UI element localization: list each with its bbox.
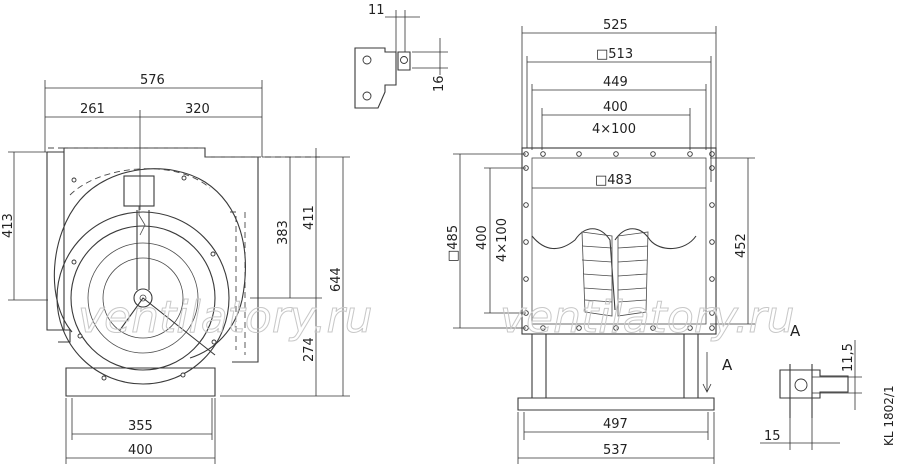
dim-485-line [453, 153, 526, 329]
front-base [517, 397, 715, 411]
detail-a-outline [779, 369, 849, 399]
dim-400-vertical-line [484, 167, 526, 314]
terminal-box [123, 175, 155, 207]
detail-a-title: A [790, 322, 801, 340]
bracket-hole-bottom [362, 91, 372, 101]
bracket-slot [397, 51, 411, 71]
cable [138, 206, 146, 236]
wheel-outer-circle [56, 211, 230, 385]
wheel-inner-circle [87, 242, 199, 354]
dim-452-line [710, 157, 755, 325]
dim-497-label: 497 [603, 417, 628, 432]
dim-497-line [523, 412, 709, 440]
dim-513-label: □513 [596, 47, 633, 62]
slot-hole [400, 56, 408, 64]
view-arrow-A [702, 352, 712, 393]
support-arm [119, 210, 216, 356]
dim-576-line [44, 80, 263, 157]
dim-16-label: 16 [432, 75, 447, 92]
dim-576-label: 576 [140, 73, 165, 88]
bracket-outline [354, 47, 397, 109]
watermark-right: ventilatory.ru [500, 292, 795, 343]
dim-400-vertical-label: 400 [475, 225, 490, 250]
dim-261-label: 261 [80, 102, 105, 117]
impeller-blades-left [581, 231, 613, 317]
housing-hidden-top [48, 147, 320, 158]
front-view: 525 □513 449 400 4×100 □483 □485 400 4×1… [446, 18, 755, 464]
dim-383-label: 383 [276, 220, 291, 245]
impeller-blades-right [617, 231, 649, 317]
watermark-left: ventilatory.ru [78, 292, 373, 343]
dim-449-line [531, 84, 707, 150]
detail-a-hole [794, 378, 808, 392]
dim-400-line [65, 398, 216, 464]
dim-4x100-vertical-label: 4×100 [495, 218, 510, 262]
dim-525-line [521, 26, 717, 148]
dim-644-label: 644 [329, 267, 344, 292]
dim-274-label: 274 [302, 337, 317, 362]
dim-400-label: 400 [128, 443, 153, 458]
dim-485-label: □485 [446, 225, 461, 262]
dim-16-line [412, 38, 448, 75]
detail-a-flange [789, 364, 813, 418]
drawing-code: KL 1802/1 [882, 385, 896, 446]
dim-11-5-label: 11,5 [841, 343, 856, 372]
hub-circle [133, 288, 153, 308]
volute-outer [53, 168, 246, 359]
hub-dot [139, 294, 147, 302]
outlet-flange [521, 147, 717, 335]
wheel-circle [70, 225, 216, 371]
dim-355-label: 355 [128, 419, 153, 434]
dim-449-label: 449 [603, 75, 628, 90]
pedestal [531, 334, 699, 398]
detail-a: A 11,5 15 [760, 322, 862, 450]
volute-inner [69, 168, 211, 196]
dim-513-line [526, 56, 712, 182]
dim-400-label: 400 [603, 100, 628, 115]
flange-holes [523, 151, 715, 331]
dim-355-line [71, 398, 213, 440]
dim-15-line [760, 418, 840, 450]
motor-circle [102, 257, 184, 339]
dim-400-line [541, 108, 691, 150]
dim-537-line [517, 412, 715, 464]
view-arrow-A-label: A [722, 356, 733, 374]
outlet-inner [531, 157, 707, 325]
left-view: 576 261 320 413 383 411 644 274 355 400 [1, 73, 350, 464]
dim-537-label: 537 [603, 443, 628, 458]
mounting-holes-left [71, 175, 217, 381]
dim-11-label: 11 [368, 3, 385, 18]
dim-411-label: 411 [302, 205, 317, 230]
dim-320-label: 320 [185, 102, 210, 117]
dim-383-411-644-line [220, 148, 350, 397]
dim-483-label: □483 [595, 173, 632, 188]
dim-4x100-label: 4×100 [592, 122, 636, 137]
dim-525-label: 525 [603, 18, 628, 33]
dim-452-label: 452 [734, 233, 749, 258]
dim-11-5-line [812, 340, 862, 410]
top-detail: 11 16 [354, 3, 448, 109]
impeller-outline [531, 228, 697, 311]
bracket-hole-top [362, 55, 372, 65]
dim-413-line [8, 151, 48, 301]
dim-11-line [385, 10, 420, 52]
dim-413-label: 413 [1, 213, 16, 238]
dim-261-320-line [45, 110, 262, 210]
base-plate [65, 367, 216, 397]
dim-15-label: 15 [764, 429, 781, 444]
